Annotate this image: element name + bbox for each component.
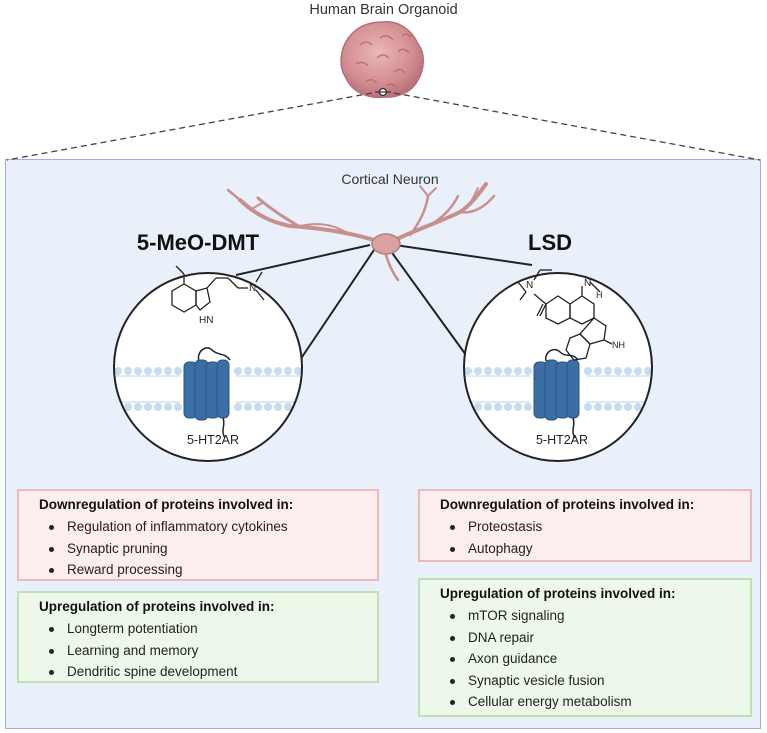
list-item: Regulation of inflammatory cytokines bbox=[37, 516, 367, 538]
lsd-molecule-icon bbox=[517, 269, 613, 361]
molecule-label-nh: NH bbox=[612, 340, 625, 350]
zoom-line-right bbox=[393, 92, 761, 161]
left-receptor-circle: HN N bbox=[113, 265, 303, 462]
list-item: Axon guidance bbox=[438, 648, 740, 670]
list-item: Reward processing bbox=[37, 559, 367, 581]
left-upregulation-box: Upregulation of proteins involved in: Lo… bbox=[17, 591, 379, 683]
zoom-line-left bbox=[6, 92, 373, 161]
drug-name-lsd: LSD bbox=[528, 230, 572, 255]
cortical-neuron-icon bbox=[226, 182, 496, 282]
organoid-icon bbox=[340, 21, 424, 99]
list-item: Learning and memory bbox=[37, 640, 367, 662]
molecule-label-n: N bbox=[526, 280, 533, 291]
box-title: Upregulation of proteins involved in: bbox=[440, 586, 676, 601]
box-title: Downregulation of proteins involved in: bbox=[39, 497, 294, 512]
box-title: Upregulation of proteins involved in: bbox=[39, 599, 275, 614]
list-item: Dendritic spine development bbox=[37, 661, 367, 683]
molecule-label-n-left: N bbox=[249, 283, 256, 294]
list-item: Synaptic pruning bbox=[37, 538, 367, 560]
list-item: Autophagy bbox=[438, 538, 740, 560]
list-item: mTOR signaling bbox=[438, 605, 740, 627]
5-meo-dmt-molecule-icon bbox=[171, 265, 265, 313]
list-item: Cellular energy metabolism bbox=[438, 691, 740, 713]
connector-lines bbox=[235, 244, 533, 361]
membrane-icon bbox=[114, 367, 302, 411]
receptor-label-left: 5-HT2AR bbox=[186, 433, 240, 447]
list-item: Synaptic vesicle fusion bbox=[438, 670, 740, 692]
organoid-title: Human Brain Organoid bbox=[309, 2, 458, 18]
box-title: Downregulation of proteins involved in: bbox=[440, 497, 695, 512]
left-downregulation-box: Downregulation of proteins involved in: … bbox=[17, 489, 379, 581]
5ht2ar-receptor-icon bbox=[533, 348, 580, 439]
molecule-label-n2: N bbox=[584, 278, 591, 289]
list-item: DNA repair bbox=[438, 627, 740, 649]
molecule-label-h: H bbox=[596, 290, 603, 300]
right-receptor-circle: N N H NH bbox=[463, 269, 653, 462]
5ht2ar-receptor-icon bbox=[183, 347, 231, 439]
cortical-neuron-label: Cortical Neuron bbox=[341, 171, 439, 187]
right-upregulation-box: Upregulation of proteins involved in: mT… bbox=[418, 578, 752, 717]
list-item: Proteostasis bbox=[438, 516, 740, 538]
list-item: Longterm potentiation bbox=[37, 618, 367, 640]
right-downregulation-box: Downregulation of proteins involved in: … bbox=[418, 489, 752, 562]
molecule-label-hn: HN bbox=[199, 315, 213, 326]
neuron-soma-icon bbox=[371, 233, 401, 255]
drug-name-5-meo-dmt: 5-MeO-DMT bbox=[136, 230, 260, 255]
receptor-label-right: 5-HT2AR bbox=[535, 433, 589, 447]
